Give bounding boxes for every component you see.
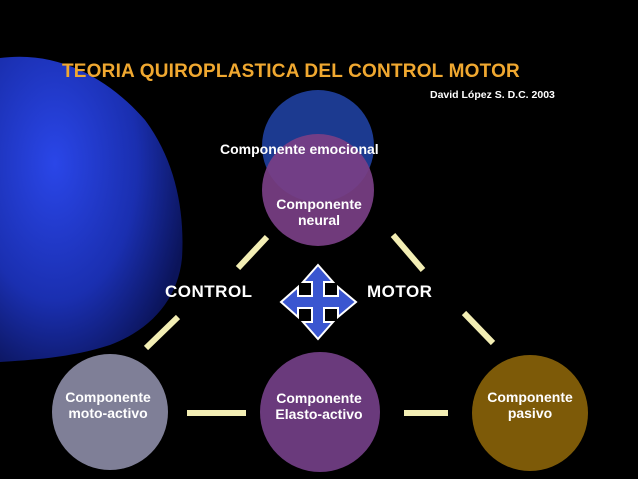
pasivo-circle	[472, 355, 588, 471]
background-blue-shape	[0, 56, 183, 363]
neural-circle	[262, 134, 374, 246]
moto-activo-label: Componente moto-activo	[52, 389, 164, 421]
connector-line	[390, 233, 426, 272]
moto-activo-line2: moto-activo	[68, 405, 148, 422]
elasto-activo-line1: Componente	[276, 390, 362, 406]
pasivo-line2: pasivo	[507, 405, 553, 422]
pasivo-line1: Componente	[487, 389, 573, 405]
slide-title: TEORIA QUIROPLASTICA DEL CONTROL MOTOR	[62, 61, 520, 82]
four-way-arrow-icon	[279, 263, 358, 341]
moto-activo-circle	[52, 354, 168, 470]
author-credit: David López S. D.C. 2003	[430, 89, 555, 101]
moto-activo-line1: Componente	[65, 389, 151, 405]
control-label: CONTROL	[165, 282, 253, 301]
neural-label: Componente neural	[255, 196, 383, 228]
elasto-activo-label: Componente Elasto-activo	[258, 390, 380, 422]
connector-line	[461, 310, 496, 346]
connector-line	[143, 314, 181, 351]
motor-label: MOTOR	[367, 282, 433, 301]
elasto-activo-circle	[260, 352, 380, 472]
connector-line	[235, 234, 270, 271]
pasivo-label: Componente pasivo	[470, 389, 590, 421]
emocional-label: Componente emocional	[220, 141, 379, 157]
elasto-activo-line2: Elasto-activo	[275, 406, 363, 423]
neural-label-line2: neural	[297, 212, 340, 229]
neural-label-line1: Componente	[276, 196, 362, 212]
